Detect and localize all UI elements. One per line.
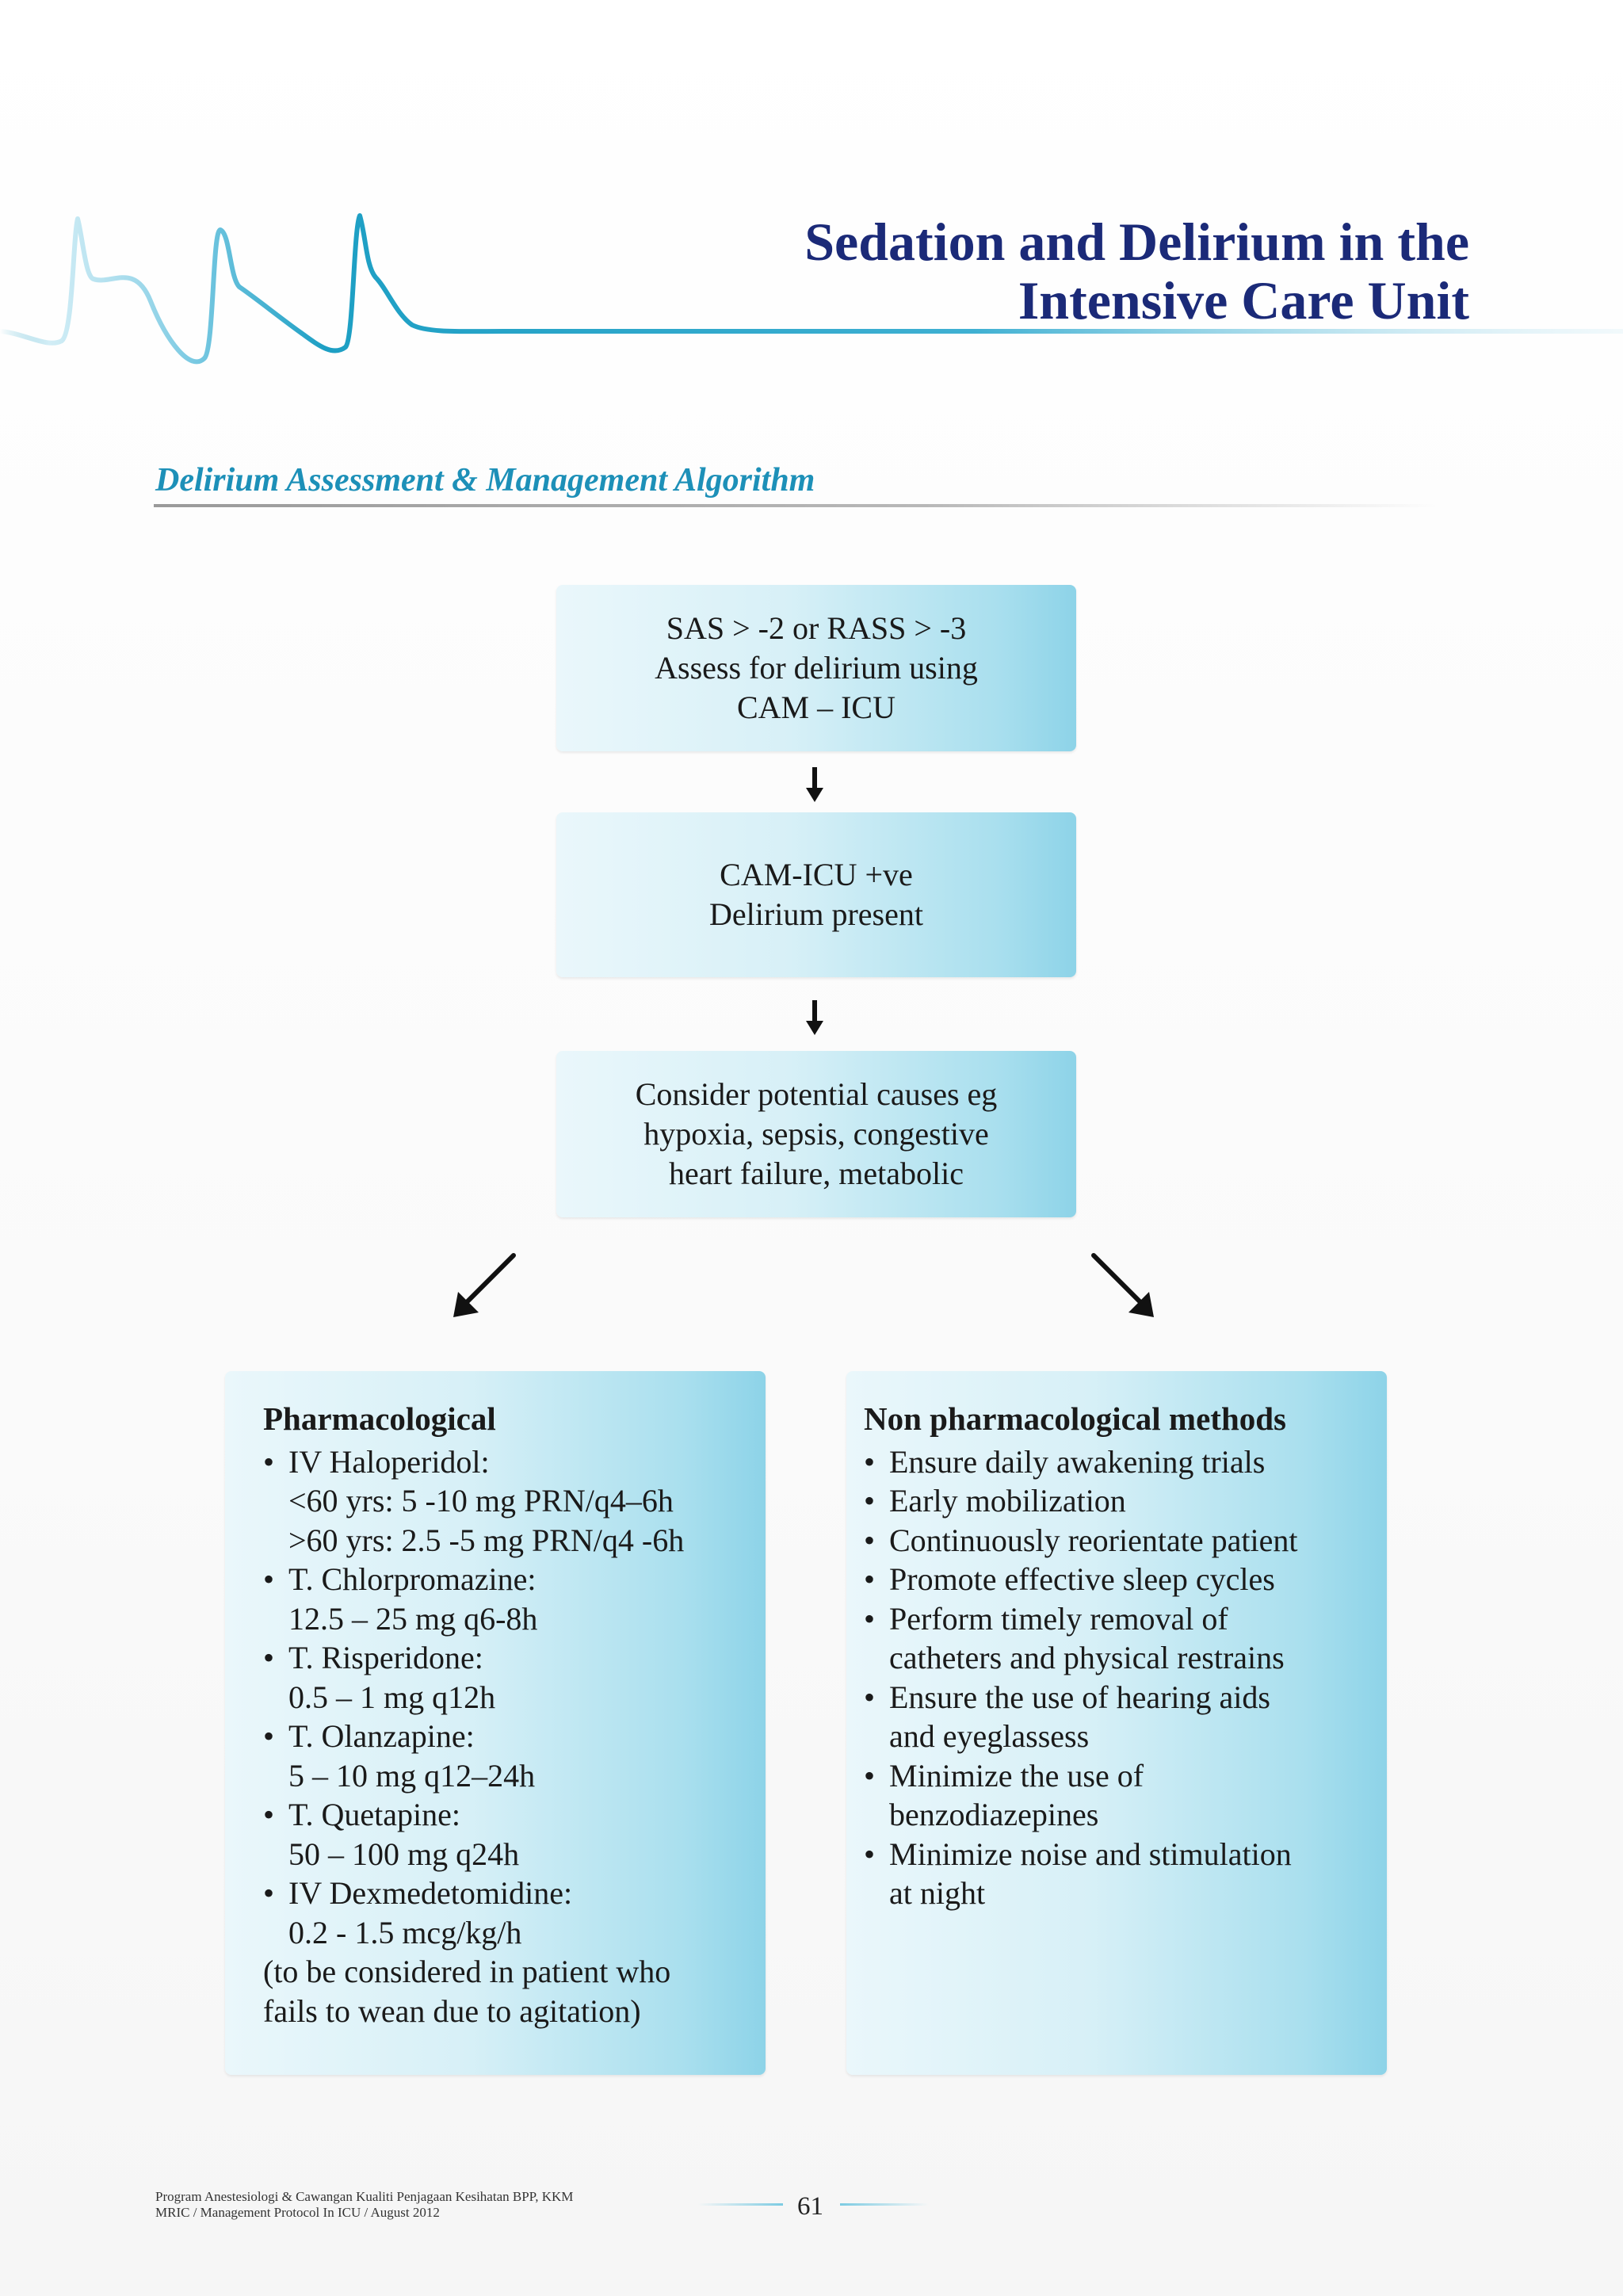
flow-box-delirium-line: Delirium present	[709, 896, 923, 932]
page-number: 61	[797, 2192, 823, 2221]
section-heading-rule	[154, 504, 1438, 507]
footer-line-1: Program Anestesiologi & Cawangan Kualiti…	[155, 2189, 574, 2204]
method-item-continued: catheters and physical restrains	[889, 1640, 1285, 1675]
drug-item-dose: <60 yrs: 5 -10 mg PRN/q4–6h	[288, 1483, 674, 1519]
ecg-wave-graphic	[0, 213, 1623, 365]
flow-box-assess-line: SAS > -2 or RASS > -3	[666, 610, 967, 646]
non-pharmacological-panel: Non pharmacological methods Ensure daily…	[846, 1371, 1387, 2075]
drug-item-dose: 5 – 10 mg q12–24h	[288, 1757, 536, 1794]
method-item: Minimize the use of	[864, 1756, 1387, 1796]
method-item: Continuously reorientate patient	[864, 1521, 1387, 1561]
page-title-line-2: Intensive Care Unit	[1018, 270, 1469, 330]
drug-item-name: IV Haloperidol:	[263, 1442, 766, 1482]
method-item: Perform timely removal of	[864, 1599, 1387, 1639]
drug-item-name: T. Olanzapine:	[263, 1717, 766, 1756]
page-title: Sedation and Delirium in the Intensive C…	[804, 212, 1469, 330]
section-heading: Delirium Assessment & Management Algorit…	[155, 462, 815, 499]
pharmacological-note: (to be considered in patient who	[263, 1954, 671, 1989]
method-item: Ensure the use of hearing aids	[864, 1678, 1387, 1717]
page-number-rule-left	[697, 2203, 783, 2206]
arrow-down-left-icon	[453, 1253, 516, 1317]
flow-box-causes-line: hypoxia, sepsis, congestive	[643, 1116, 989, 1152]
drug-item-name: T. Chlorpromazine:	[263, 1560, 766, 1599]
pharmacological-note: fails to wean due to agitation)	[263, 1992, 641, 2029]
drug-item-name: T. Risperidone:	[263, 1638, 766, 1678]
pharmacological-panel: Pharmacological IV Haloperidol: <60 yrs:…	[225, 1371, 766, 2075]
arrow-down-icon	[806, 767, 823, 802]
method-item: Promote effective sleep cycles	[864, 1560, 1387, 1599]
drug-item-dose: 0.5 – 1 mg q12h	[288, 1679, 496, 1715]
page-title-line-1: Sedation and Delirium in the	[804, 212, 1469, 272]
method-item: Ensure daily awakening trials	[864, 1442, 1387, 1482]
arrow-down-icon	[806, 1000, 823, 1035]
flow-box-assess: SAS > -2 or RASS > -3 Assess for deliriu…	[556, 585, 1076, 751]
method-item-continued: at night	[889, 1875, 986, 1911]
drug-item-dose: >60 yrs: 2.5 -5 mg PRN/q4 -6h	[288, 1522, 685, 1558]
drug-item-dose: 0.2 - 1.5 mcg/kg/h	[288, 1914, 522, 1950]
method-item-continued: benzodiazepines	[889, 1797, 1099, 1832]
flow-box-delirium-line: CAM-ICU +ve	[720, 857, 913, 892]
flow-box-causes-line: Consider potential causes eg	[635, 1076, 998, 1112]
drug-item-dose: 12.5 – 25 mg q6-8h	[288, 1600, 538, 1637]
arrow-down-right-icon	[1091, 1253, 1154, 1317]
drug-item-name: IV Dexmedetomidine:	[263, 1874, 766, 1913]
drug-item-dose: 50 – 100 mg q24h	[288, 1836, 520, 1872]
drug-item-name: T. Quetapine:	[263, 1795, 766, 1835]
footer-credits: Program Anestesiologi & Cawangan Kualiti…	[155, 2189, 573, 2221]
method-item-continued: and eyeglassess	[889, 1718, 1090, 1754]
footer-line-2: MRIC / Management Protocol In ICU / Augu…	[155, 2205, 440, 2220]
non-pharmacological-title: Non pharmacological methods	[864, 1400, 1286, 1437]
flow-box-delirium-present: CAM-ICU +ve Delirium present	[556, 812, 1076, 977]
flow-box-assess-line: Assess for delirium using	[655, 650, 978, 686]
flow-box-assess-line: CAM – ICU	[736, 690, 896, 725]
method-item: Minimize noise and stimulation	[864, 1835, 1387, 1874]
method-item: Early mobilization	[864, 1481, 1387, 1521]
flow-box-potential-causes: Consider potential causes eg hypoxia, se…	[556, 1051, 1076, 1217]
page-number-rule-right	[840, 2203, 929, 2206]
pharmacological-title: Pharmacological	[263, 1400, 496, 1437]
flow-box-causes-line: heart failure, metabolic	[668, 1156, 964, 1191]
